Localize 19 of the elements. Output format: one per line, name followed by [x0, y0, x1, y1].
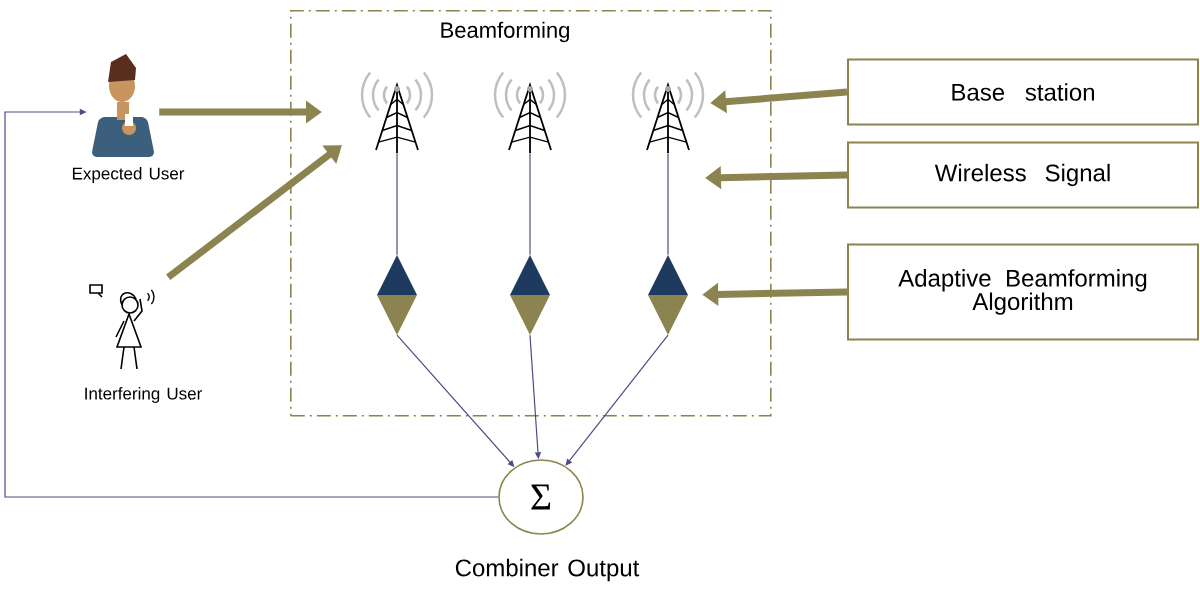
label-box: Adaptive Beamforming Algorithm: [847, 243, 1199, 341]
connector-line: [529, 152, 531, 256]
weight-diamond: [377, 255, 417, 335]
weight-diamond: [648, 255, 688, 335]
user-label: Interfering User: [85, 387, 202, 403]
arrow: [565, 334, 669, 466]
antenna-tower-drawing: [631, 71, 705, 154]
connector-line: [396, 152, 398, 256]
antenna-tower-drawing: [493, 71, 567, 154]
weight-diamond: [510, 255, 550, 335]
label-box: Base station: [847, 58, 1199, 126]
user-label: Expected User: [72, 167, 185, 183]
output-label: Combiner Output: [455, 558, 640, 582]
arrow: [166, 145, 342, 281]
frame-title: Beamforming: [441, 21, 569, 43]
antenna-tower-drawing: [360, 71, 434, 154]
label-box: Wireless Signal: [847, 141, 1199, 209]
connector-line: [667, 152, 669, 256]
arrow: [4, 108, 499, 498]
